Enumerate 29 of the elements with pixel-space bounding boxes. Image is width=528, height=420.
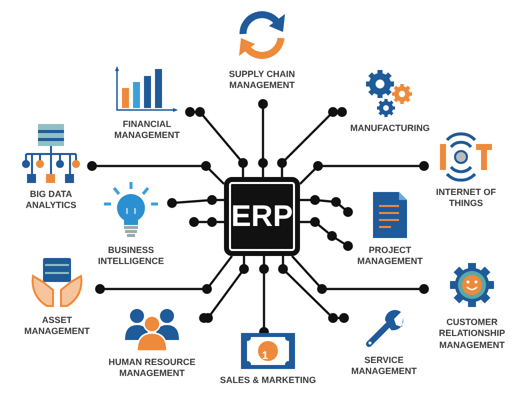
circuit-trace xyxy=(299,161,429,185)
module-label: BUSINESS INTELLIGENCE xyxy=(96,245,165,268)
module-label: ASSET MANAGEMENT xyxy=(23,315,91,338)
circuit-trace xyxy=(278,256,349,323)
circuit-trace xyxy=(300,217,353,251)
module-label: BIG DATA ANALYTICS xyxy=(24,189,78,212)
module-label: INTERNET OF THINGS xyxy=(435,187,497,210)
circuit-trace xyxy=(199,256,249,323)
chip-label: ERP xyxy=(231,202,293,232)
circuit-trace xyxy=(277,107,347,177)
module-label: SUPPLY CHAIN MANAGEMENT xyxy=(228,69,296,92)
circuit-trace xyxy=(87,161,225,185)
circuit-trace xyxy=(291,255,429,294)
circuit-trace xyxy=(95,255,233,294)
module-label: HUMAN RESOURCE MANAGEMENT xyxy=(107,357,196,380)
banknote-number: 1 xyxy=(262,351,268,362)
circuit-trace xyxy=(167,195,224,208)
module-label: FINANCIAL MANAGEMENT xyxy=(113,119,181,142)
circuit-trace xyxy=(189,217,224,227)
module-label: MANUFACTURING xyxy=(350,123,430,134)
module-label: PROJECT MANAGEMENT xyxy=(356,245,424,268)
circuit-trace xyxy=(259,256,269,333)
circuit-trace xyxy=(185,107,248,177)
chip-box xyxy=(224,177,300,256)
module-label: SALES & MARKETING xyxy=(220,375,316,386)
circuit-trace xyxy=(300,195,353,217)
module-label: CUSTOMER RELATIONSHIP MANAGEMENT xyxy=(438,317,506,351)
module-label: SERVICE MANAGEMENT xyxy=(350,355,418,378)
circuit-trace xyxy=(258,99,268,177)
